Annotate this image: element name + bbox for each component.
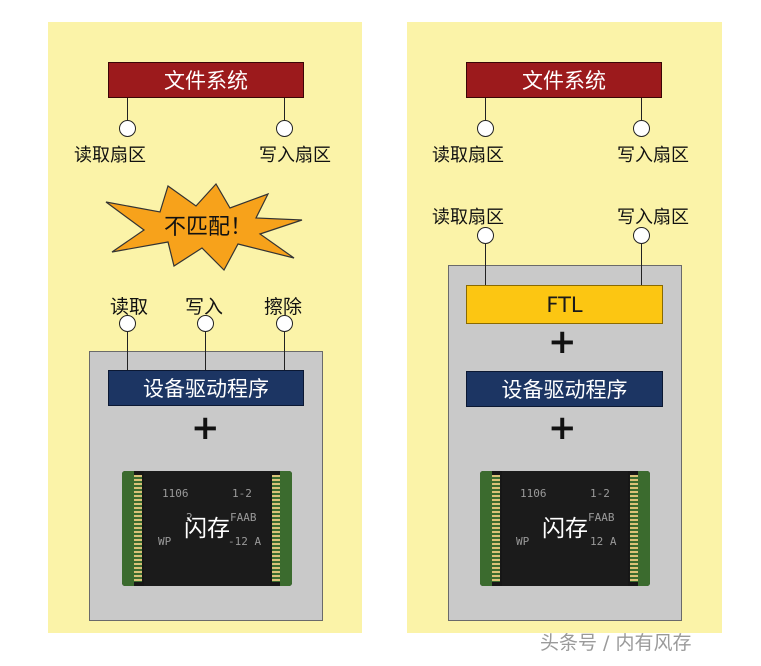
connector-line: [641, 98, 642, 120]
chip-mark: WP: [516, 535, 530, 548]
write-sector-label: 写入扇区: [259, 145, 331, 166]
read-sector-label: 读取扇区: [74, 145, 146, 166]
connector-line: [205, 332, 206, 370]
flash-chip: 1106 1-2 FAAB WP 12 A 闪存: [480, 471, 650, 586]
read-sector-port: [477, 120, 494, 137]
mismatch-burst: [105, 182, 303, 271]
op-write-label: 写入: [185, 296, 224, 318]
flash-label: 闪存: [184, 516, 230, 542]
device-driver-label: 设备驱动程序: [143, 377, 269, 401]
ftl-box: FTL: [466, 285, 663, 324]
filesystem-box: 文件系统: [108, 62, 304, 98]
chip-mark: 1-2: [590, 487, 610, 500]
plus-sign: +: [191, 408, 220, 448]
device-driver-box: 设备驱动程序: [108, 370, 304, 406]
read-sector-port: [477, 227, 494, 244]
chip-mark: FAAB: [230, 511, 257, 524]
read-port: [119, 315, 136, 332]
mismatch-label: 不匹配！: [164, 215, 253, 240]
plus-sign: +: [548, 408, 577, 448]
chip-mark: WP: [158, 535, 172, 548]
connector-line: [485, 98, 486, 120]
filesystem-box: 文件系统: [466, 62, 662, 98]
left-panel: 文件系统 读取扇区 写入扇区 不匹配！ 读取 写入 擦除 设备驱动程序 + 11…: [48, 22, 362, 633]
op-read-label: 读取: [110, 296, 149, 318]
chip-mark: 12 A: [590, 535, 617, 548]
connector-line: [641, 244, 642, 285]
connector-line: [284, 332, 285, 370]
right-panel: 文件系统 读取扇区 写入扇区 读取扇区 写入扇区 FTL + 设备驱动程序 + …: [407, 22, 722, 633]
chip-mark: 1-2: [232, 487, 252, 500]
chip-mark: FAAB: [588, 511, 615, 524]
ftl-label: FTL: [546, 292, 583, 317]
connector-line: [284, 98, 285, 120]
connector-line: [485, 244, 486, 285]
plus-sign: +: [548, 322, 577, 362]
flash-label: 闪存: [542, 516, 588, 542]
write-sector-port: [633, 120, 650, 137]
device-driver-label: 设备驱动程序: [501, 378, 628, 402]
write-sector-port: [633, 227, 650, 244]
write-sector-label: 写入扇区: [617, 207, 689, 228]
chip-mark: 1106: [520, 487, 547, 500]
chip-mark: 1106: [162, 487, 189, 500]
read-sector-port: [119, 120, 136, 137]
read-sector-label: 读取扇区: [432, 145, 504, 166]
flash-chip: 1106 1-2 2 FAAB WP -12 A 闪存: [122, 471, 292, 586]
filesystem-label: 文件系统: [164, 69, 248, 93]
read-sector-label: 读取扇区: [432, 207, 504, 228]
filesystem-label: 文件系统: [522, 69, 606, 93]
device-driver-box: 设备驱动程序: [466, 371, 663, 407]
write-sector-label: 写入扇区: [617, 145, 689, 166]
write-port: [197, 315, 214, 332]
write-sector-port: [276, 120, 293, 137]
op-erase-label: 擦除: [264, 296, 303, 318]
chip-mark: 2: [186, 511, 193, 524]
connector-line: [127, 98, 128, 120]
connector-line: [127, 332, 128, 370]
erase-port: [276, 315, 293, 332]
watermark: 头条号 / 内有风存: [540, 632, 692, 654]
chip-mark: -12 A: [228, 535, 262, 548]
